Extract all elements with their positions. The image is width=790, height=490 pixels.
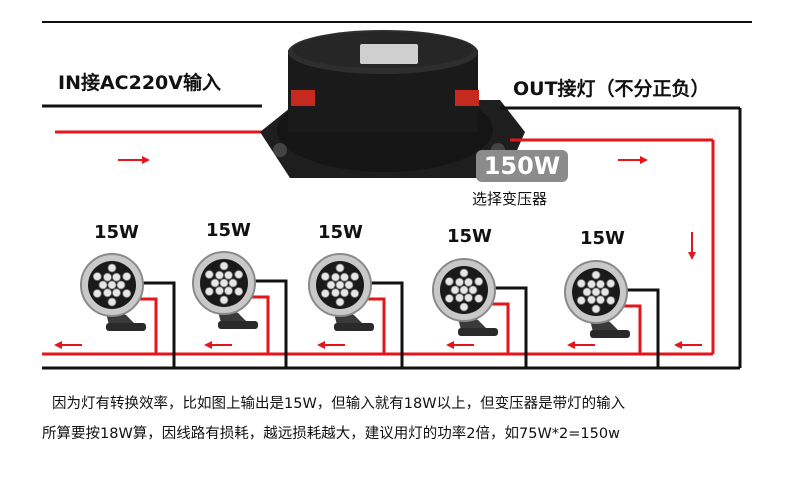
output-arrow-down (688, 232, 696, 260)
lamp-watt-label-2: 15W (206, 220, 251, 241)
footnote-line-1: 因为灯有转换效率，比如图上输出是15W，但输入就有18W以上，但变压器是带灯的输… (52, 396, 626, 412)
lamp-watt-label-3: 15W (318, 222, 363, 243)
transformer-caption: 选择变压器 (472, 190, 548, 208)
lamp-watt-label-1: 15W (94, 222, 139, 243)
lamp-4-icon (432, 258, 528, 368)
lamp-1-icon (80, 253, 176, 368)
return-arrow-4 (446, 341, 474, 349)
input-arrow (118, 156, 150, 164)
footnote-line-2: 所算要按18W算，因线路有损耗，越远损耗越大，建议用灯的功率2倍，如75W*2=… (42, 426, 620, 442)
return-arrow-6 (674, 341, 702, 349)
lamp-5-icon (564, 260, 660, 368)
lamp-watt-label-5: 15W (580, 228, 625, 249)
lamp-3-icon (308, 253, 404, 368)
lamps-layer (80, 251, 660, 368)
return-arrow-3 (317, 341, 345, 349)
transformer-rating-badge: 150W (476, 150, 568, 182)
return-arrow-1 (54, 341, 82, 349)
lamp-watt-label-4: 15W (447, 226, 492, 247)
input-label: IN接AC220V输入 (58, 72, 221, 94)
output-label: OUT接灯（不分正负） (513, 78, 710, 100)
return-arrow-5 (567, 341, 595, 349)
lamp-2-icon (192, 251, 288, 368)
output-arrow-right (618, 156, 648, 164)
return-arrow-2 (204, 341, 232, 349)
